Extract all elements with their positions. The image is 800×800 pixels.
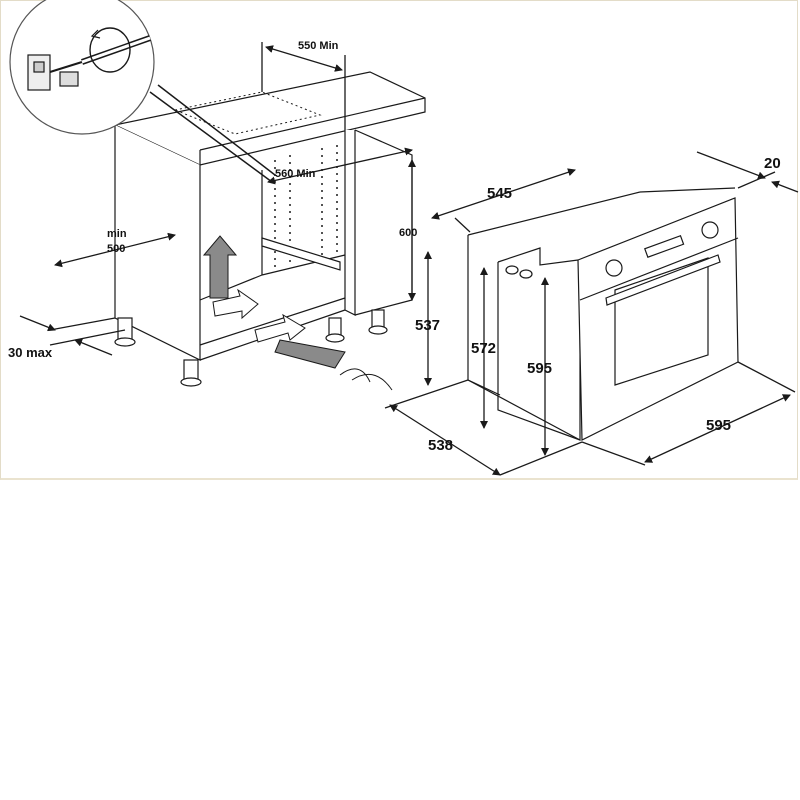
label-600: 600 [399, 227, 417, 239]
label-572: 572 [471, 340, 496, 357]
dimension-lines [19, 42, 799, 476]
label-30-max: 30 max [8, 345, 53, 360]
label-20: 20 [764, 155, 781, 172]
label-545: 545 [487, 185, 512, 202]
installation-diagram: 550 Min 560 Min 600 min 500 30 max 545 2… [8, 0, 799, 476]
screwdriver-fixing-icon [9, 0, 155, 135]
label-595-width: 595 [706, 417, 731, 434]
ventilation-arrow-icon [202, 235, 393, 391]
label-595-height: 595 [527, 360, 552, 377]
label-550-min: 550 Min [298, 40, 339, 52]
label-500: 500 [107, 243, 125, 255]
label-min: min [107, 228, 127, 240]
oven-drawing [467, 187, 739, 442]
label-560-min: 560 Min [275, 168, 316, 180]
label-538: 538 [428, 437, 453, 454]
label-537: 537 [415, 317, 440, 334]
blank-area [0, 482, 800, 800]
inset-leader-lines [149, 84, 276, 183]
